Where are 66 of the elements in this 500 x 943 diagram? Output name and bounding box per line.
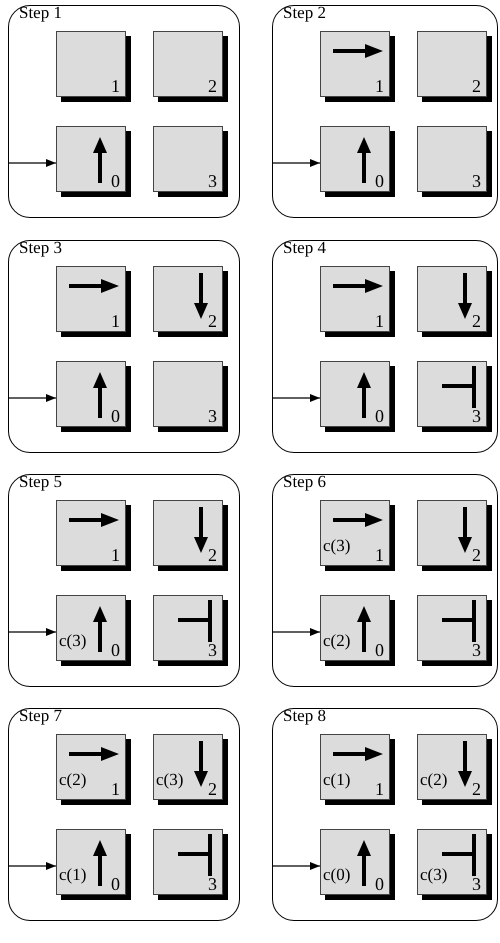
tile-number: 1 <box>375 77 384 95</box>
tile-number: 0 <box>111 875 120 893</box>
arrow <box>273 394 320 402</box>
step-panel <box>8 5 240 218</box>
counter-label: c(0) <box>323 866 350 884</box>
tile-number: 2 <box>208 546 217 564</box>
tile-number: 1 <box>111 312 120 330</box>
tile-number: 2 <box>472 77 481 95</box>
step-panel <box>272 240 498 453</box>
tile-number: 3 <box>472 407 481 425</box>
tile-number: 3 <box>208 875 217 893</box>
counter-label: c(3) <box>59 632 86 650</box>
counter-label: c(3) <box>323 537 350 555</box>
tile-number: 2 <box>208 312 217 330</box>
tile-number: 3 <box>472 641 481 659</box>
step-title: Step 1 <box>19 4 62 22</box>
tile-number: 0 <box>111 407 120 425</box>
step-panel <box>272 474 498 687</box>
counter-label: c(3) <box>420 866 448 884</box>
tile-number: 3 <box>472 172 481 190</box>
step-panel <box>8 240 240 453</box>
step-panel <box>272 5 498 218</box>
arrow <box>9 394 56 402</box>
tile-number: 0 <box>375 875 384 893</box>
step-title: Step 6 <box>283 473 326 491</box>
counter-label: c(3) <box>156 771 184 789</box>
tile-number: 3 <box>208 407 217 425</box>
counter-label: c(2) <box>59 771 86 789</box>
counter-label: c(1) <box>323 771 350 789</box>
counter-label: c(1) <box>59 866 86 884</box>
step-panel <box>8 474 240 687</box>
step-panel <box>272 708 498 921</box>
tile-number: 3 <box>208 641 217 659</box>
arrow <box>273 862 320 870</box>
tile-number: 0 <box>375 172 384 190</box>
step-title: Step 5 <box>19 473 62 491</box>
step-title: Step 8 <box>283 707 326 725</box>
tile-number: 2 <box>472 780 481 798</box>
arrow <box>273 159 320 167</box>
tile-number: 2 <box>208 780 217 798</box>
tile-number: 2 <box>472 312 481 330</box>
tile-number: 0 <box>375 407 384 425</box>
tile-number: 0 <box>111 641 120 659</box>
tile-number: 1 <box>111 77 120 95</box>
tile-number: 1 <box>111 546 120 564</box>
tile-number: 1 <box>375 546 384 564</box>
arrow <box>9 159 56 167</box>
tile-number: 0 <box>375 641 384 659</box>
tile-number: 2 <box>208 77 217 95</box>
tile-number: 1 <box>375 312 384 330</box>
counter-label: c(2) <box>323 632 350 650</box>
step-title: Step 4 <box>283 239 326 257</box>
tile-number: 3 <box>472 875 481 893</box>
arrow <box>9 628 56 636</box>
arrow <box>9 862 56 870</box>
step-title: Step 7 <box>19 707 62 725</box>
tile-number: 3 <box>208 172 217 190</box>
tile-number: 1 <box>111 780 120 798</box>
step-title: Step 3 <box>19 239 62 257</box>
arrow <box>273 628 320 636</box>
step-title: Step 2 <box>283 4 326 22</box>
counter-label: c(2) <box>420 771 448 789</box>
step-panel <box>8 708 240 921</box>
tile-number: 2 <box>472 546 481 564</box>
tile-number: 1 <box>375 780 384 798</box>
tile-number: 0 <box>111 172 120 190</box>
